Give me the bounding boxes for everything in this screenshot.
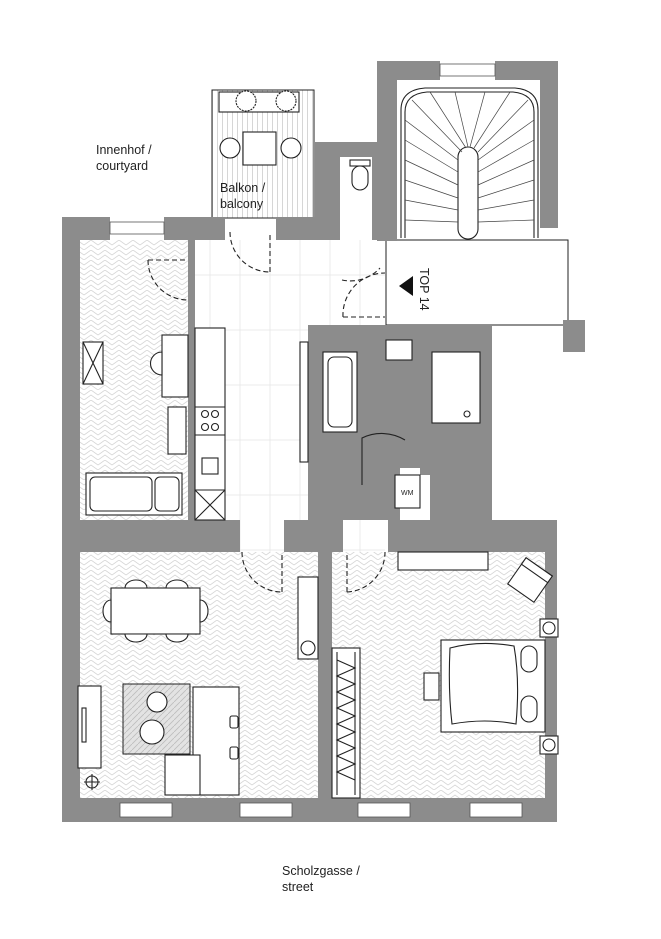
washing-machine (394, 474, 421, 509)
desk (161, 334, 189, 398)
window (109, 221, 165, 235)
shower (431, 351, 481, 424)
kitchen-sink (201, 457, 219, 475)
balcony-label-1: Balkon / (220, 181, 266, 195)
toilet-bowl (351, 165, 369, 191)
balcony-label-2: balcony (220, 197, 264, 211)
shelf (167, 406, 187, 455)
entrance-arrow-icon (399, 276, 413, 296)
window (357, 802, 411, 818)
street-label-1: Scholzgasse / (282, 864, 360, 878)
window (239, 802, 293, 818)
window (119, 802, 173, 818)
kitchen-counter (194, 327, 226, 521)
window (469, 802, 523, 818)
tv-bench (77, 685, 102, 769)
furniture: WM (77, 90, 559, 799)
staircase (400, 87, 539, 240)
window (439, 63, 496, 77)
corridor-floor (385, 239, 569, 326)
street-label-2: street (282, 880, 314, 894)
wm-label: WM (401, 490, 414, 497)
sofa (192, 686, 240, 796)
sideboard (297, 576, 319, 660)
windows (109, 63, 523, 818)
courtyard-label-1: Innenhof / (96, 143, 152, 157)
radiator (299, 341, 309, 463)
bench (423, 672, 440, 701)
doors (147, 231, 406, 593)
toilet (349, 159, 371, 167)
unit-label: TOP 14 (417, 268, 431, 311)
sink (385, 339, 413, 361)
courtyard-label-2: courtyard (96, 159, 148, 173)
balcony-table (242, 131, 277, 166)
dresser (397, 551, 489, 571)
dining-table (110, 587, 201, 635)
